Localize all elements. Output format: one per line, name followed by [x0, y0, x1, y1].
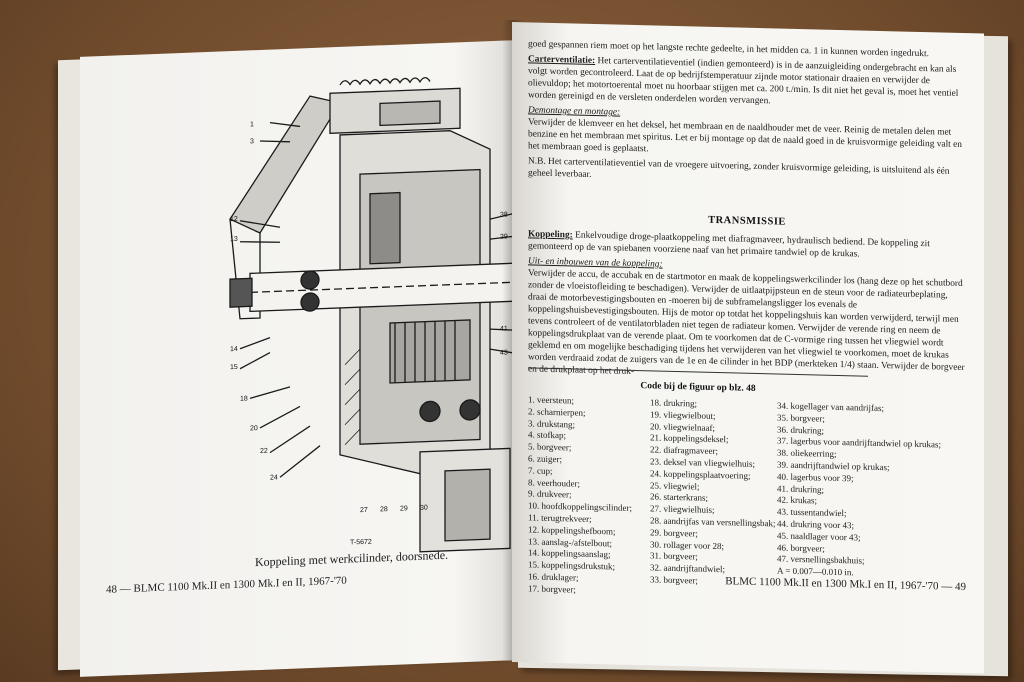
text-disassembly: Verwijder de klemveer en het deksel, het… [528, 117, 962, 155]
text-clutch-removal: Verwijder de accu, de accubak en de star… [528, 268, 965, 377]
svg-text:29: 29 [400, 505, 408, 512]
svg-text:43: 43 [500, 349, 508, 356]
figure-code: T-5672 [350, 539, 372, 547]
code-list-column-2: 18. drukring;19. vliegwielbout;20. vlieg… [650, 397, 775, 589]
svg-text:39: 39 [500, 233, 508, 240]
label-clutch-removal: Uit- en inbouwen van de koppeling: [528, 256, 663, 270]
paragraph-crankcase-ventilation: Carterventilatie: Het carterventilatieve… [528, 53, 966, 112]
left-page-footer: 48 — BLMC 1100 Mk.II en 1300 Mk.I en II,… [106, 574, 347, 596]
code-list-column-3: 34. kogellager van aandrijfas;35. borgve… [777, 400, 941, 580]
svg-text:30: 30 [420, 505, 428, 512]
svg-text:15: 15 [230, 364, 238, 371]
right-page-footer: BLMC 1100 Mk.II en 1300 Mk.I en II, 1967… [725, 575, 966, 594]
label-crankcase-ventilation: Carterventilatie: [528, 54, 596, 67]
svg-text:38: 38 [500, 211, 508, 218]
paragraph-disassembly: Demontage en montage:Verwijder de klemve… [528, 104, 966, 163]
svg-text:24: 24 [270, 474, 278, 481]
text-clutch: Enkelvoudige droge-plaatkoppeling met di… [528, 230, 930, 260]
right-page-transmission-text: Koppeling: Enkelvoudige droge-plaatkoppe… [528, 228, 966, 389]
svg-text:3: 3 [250, 138, 254, 145]
code-list-item: 17. borgveer; [528, 583, 576, 595]
svg-text:28: 28 [380, 506, 388, 513]
section-heading-transmission: TRANSMISSIE [708, 214, 786, 228]
svg-text:20: 20 [250, 425, 258, 432]
svg-text:1: 1 [250, 121, 254, 128]
svg-text:12: 12 [230, 216, 238, 223]
right-page-top-text: goed gespannen riem moet op het langste … [528, 38, 966, 193]
svg-text:27: 27 [360, 507, 368, 514]
paragraph-clutch-removal: Uit- en inbouwen van de koppeling:Verwij… [528, 255, 966, 386]
svg-text:22: 22 [260, 448, 268, 455]
svg-text:13: 13 [230, 236, 238, 243]
code-list-column-1: 1. veersteun;2. scharnierpen;3. drukstan… [528, 394, 643, 597]
right-page: goed gespannen riem moet op het langste … [512, 22, 984, 674]
svg-text:41: 41 [500, 325, 508, 332]
svg-text:14: 14 [230, 346, 238, 353]
svg-text:18: 18 [240, 395, 248, 402]
label-disassembly: Demontage en montage: [528, 105, 621, 118]
label-clutch: Koppeling: [528, 229, 573, 241]
